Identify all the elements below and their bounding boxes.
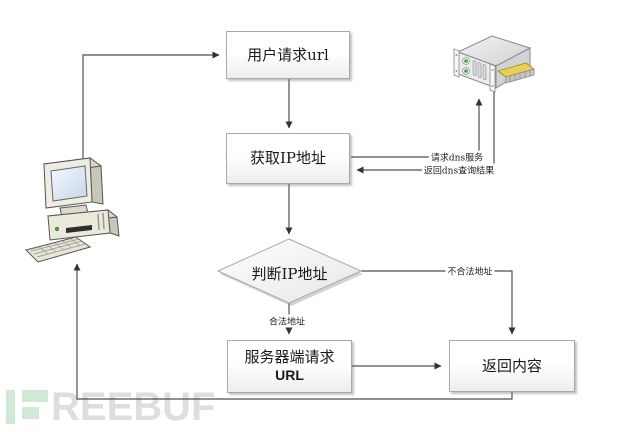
watermark-logo-f-top bbox=[22, 390, 48, 402]
edge-label-valid-address: 合法地址 bbox=[266, 314, 308, 328]
node-server-request-line2: URL bbox=[275, 367, 304, 384]
edge-get-ip-to-dns-server bbox=[351, 98, 483, 158]
node-get-ip-label: 获取IP地址 bbox=[249, 149, 327, 168]
node-user-request-label: 用户请求url bbox=[247, 45, 329, 64]
edge-label-dns-response: 返回dns查询结果 bbox=[421, 163, 497, 177]
watermark-logo-bar bbox=[6, 390, 15, 424]
desktop-computer-icon bbox=[24, 148, 120, 270]
watermark-logo-f bbox=[22, 390, 48, 419]
node-return-content-label: 返回内容 bbox=[481, 356, 542, 375]
freebuf-watermark: REEBUF bbox=[6, 385, 216, 429]
desktop-computer-icon-svg bbox=[25, 156, 120, 263]
server-icon bbox=[446, 28, 538, 98]
node-server-side-request-url: 服务器端请求 URL bbox=[227, 340, 352, 393]
node-return-content: 返回内容 bbox=[449, 340, 575, 392]
watermark-logo-f-bottom bbox=[22, 407, 39, 419]
edge-judge-invalid-to-return bbox=[361, 270, 516, 335]
judge-ip-diamond bbox=[216, 238, 363, 304]
node-judge-ip-label: 判断IP地址 bbox=[251, 265, 328, 283]
node-get-ip-address: 获取IP地址 bbox=[226, 133, 350, 184]
server-icon-svg bbox=[453, 35, 535, 93]
node-server-request-line1: 服务器端请求 bbox=[244, 348, 335, 367]
edge-label-invalid-address: 不合法地址 bbox=[445, 264, 495, 278]
edge-label-dns-request: 请求dns服务 bbox=[428, 150, 486, 164]
edge-client-to-user-request bbox=[82, 51, 220, 160]
watermark-text: REEBUF bbox=[51, 385, 216, 429]
edge-return-to-client bbox=[73, 263, 513, 400]
node-user-request-url: 用户请求url bbox=[226, 31, 350, 79]
